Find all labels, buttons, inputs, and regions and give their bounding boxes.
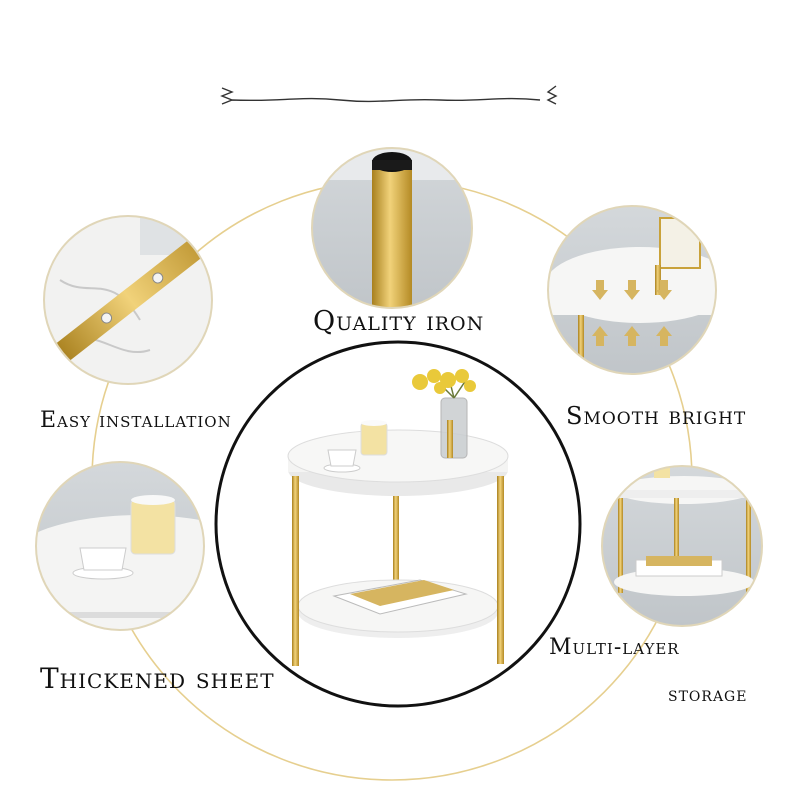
detail-circle-easy-installation [43,215,213,385]
label-thickened-sheet: Thickened sheet [40,662,275,695]
label-quality-iron: Quality iron [313,306,485,337]
detail-circle-multi-layer-storage [601,465,763,627]
label-easy-installation: Easy installation [40,408,232,433]
main-product-circle [214,340,582,708]
label-multi-layer: Multi-layer [549,635,680,660]
label-smooth-bright: Smooth bright [566,402,747,430]
detail-circle-quality-iron [311,147,473,309]
detail-circle-smooth-bright [547,205,717,375]
label-storage: storage [668,682,748,706]
detail-circle-thickened-sheet [35,461,205,631]
top-dimension-line [220,85,558,105]
